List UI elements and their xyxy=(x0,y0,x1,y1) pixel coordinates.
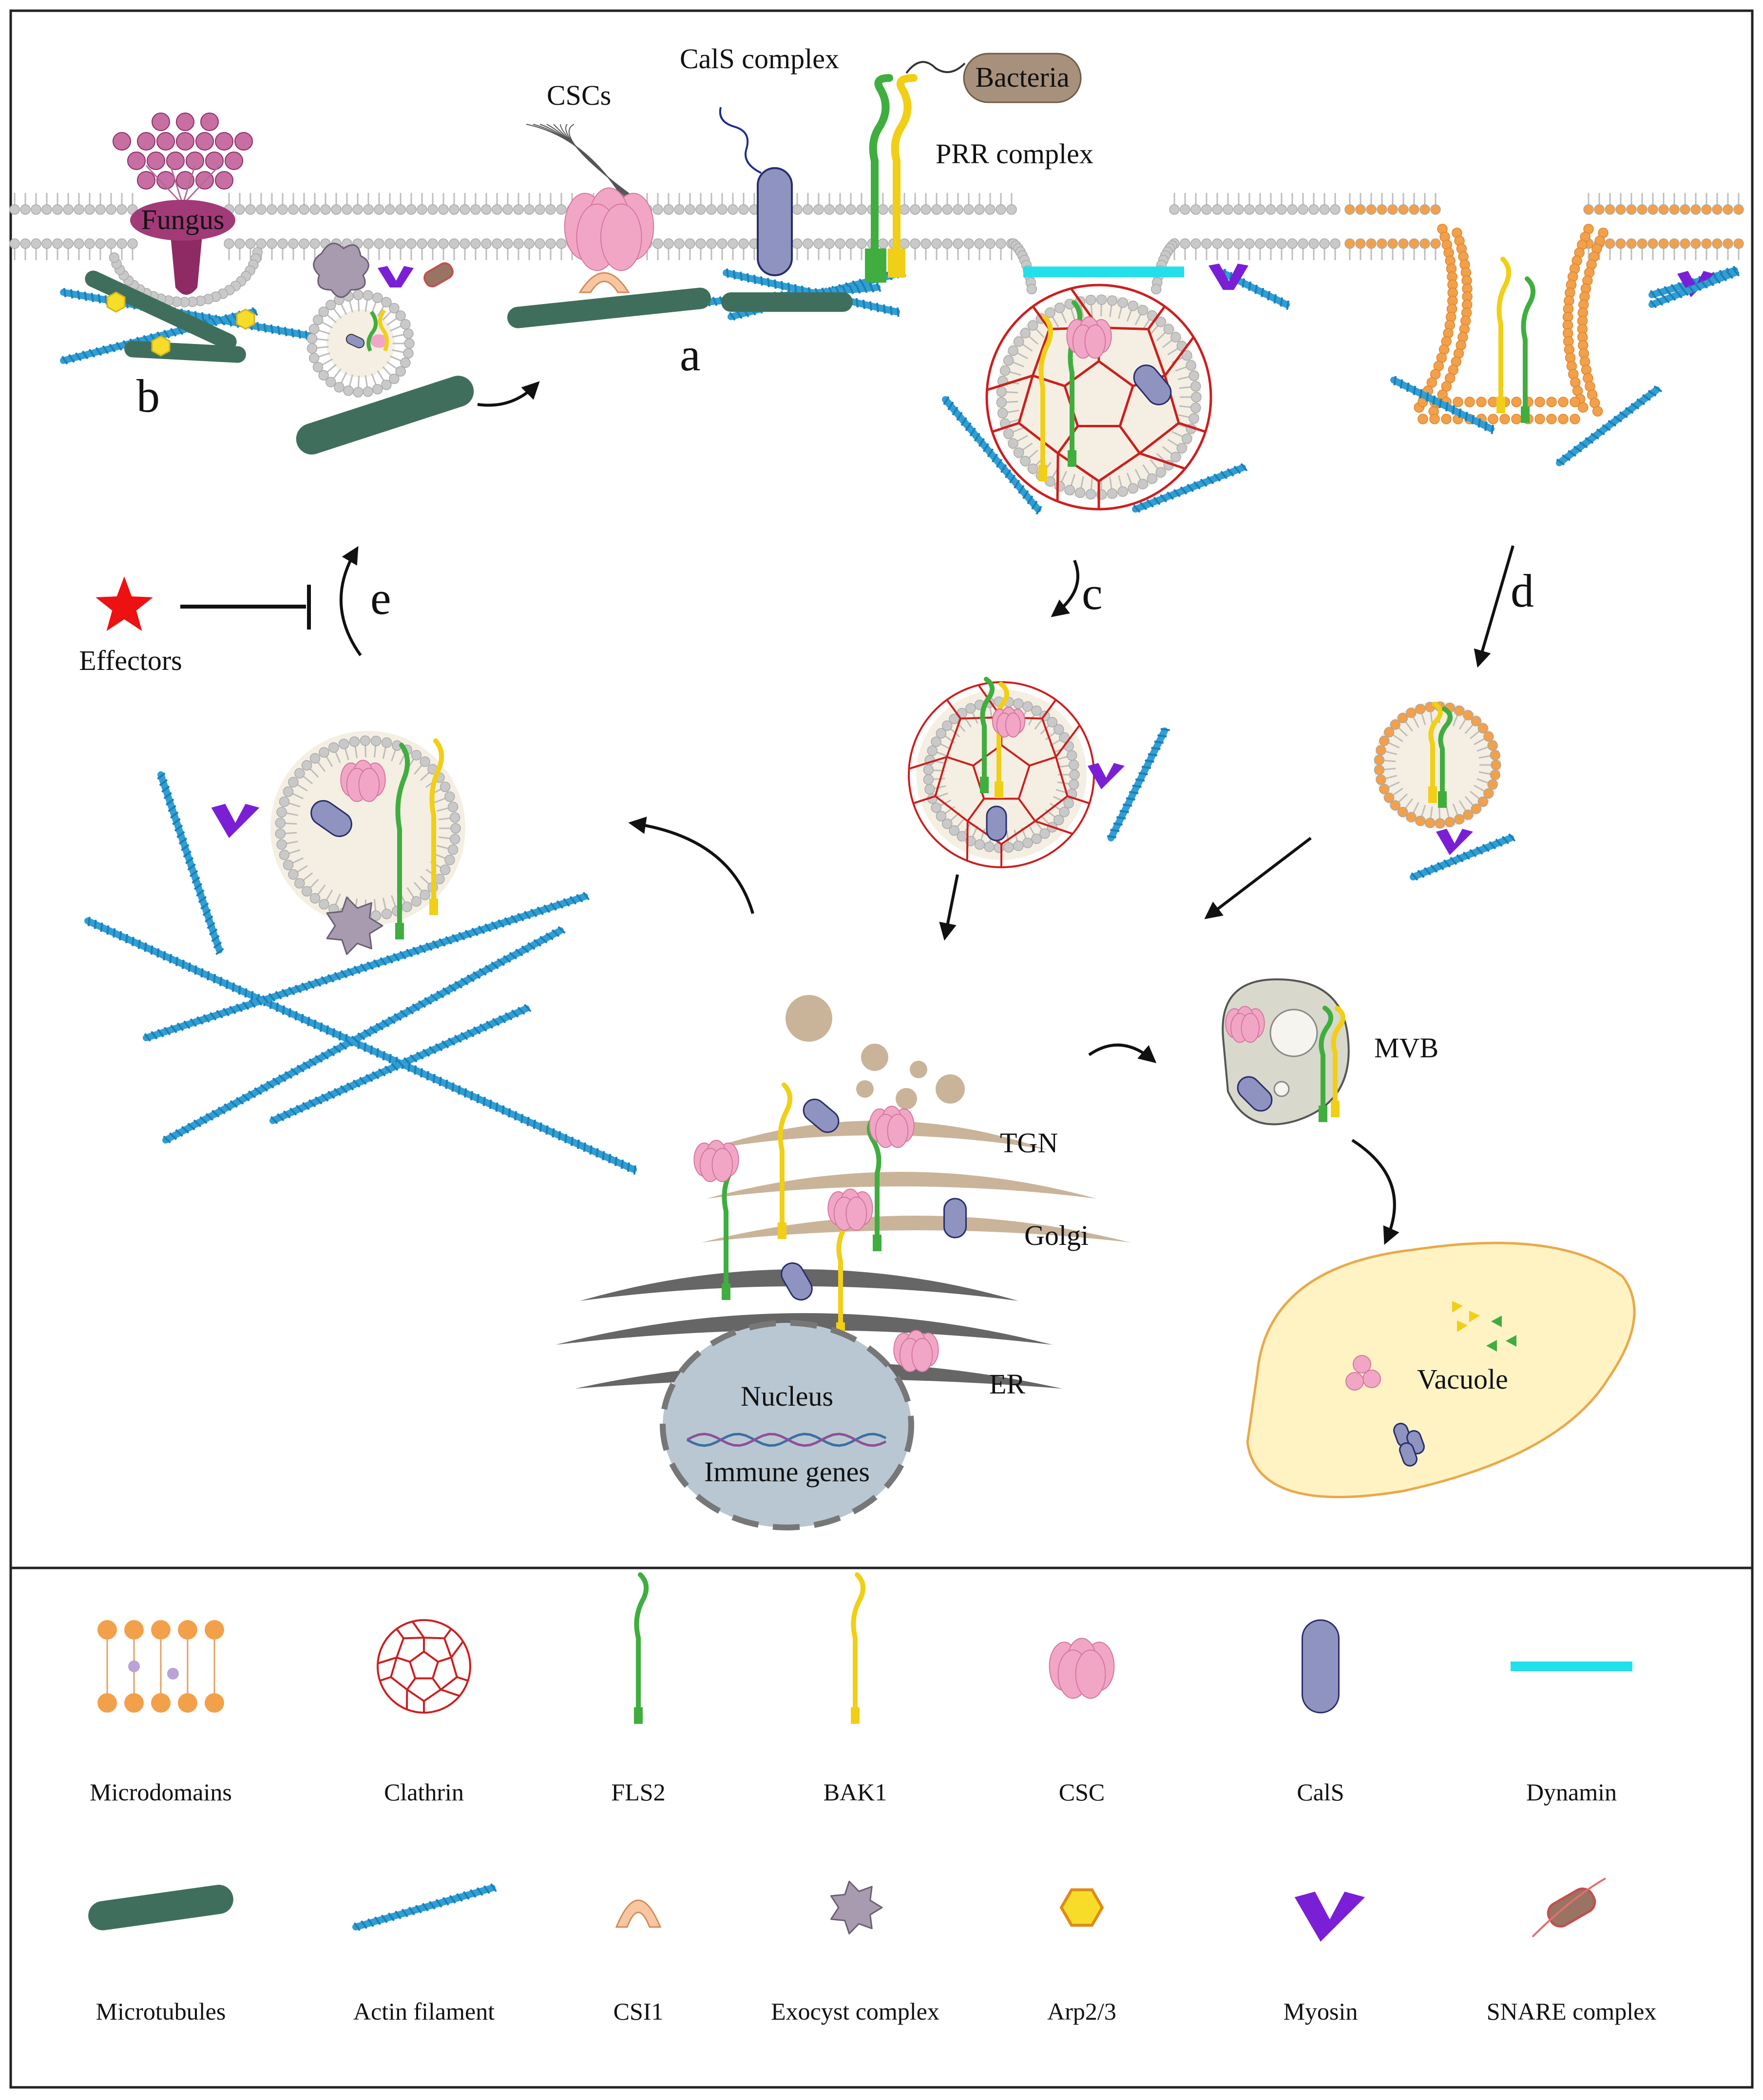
arp23-icon xyxy=(1061,1890,1102,1926)
mvb-label: MVB xyxy=(1374,1032,1438,1064)
microdomain-invagination xyxy=(1394,224,1739,465)
cals-icon xyxy=(1303,1620,1339,1713)
panel-letter-b: b xyxy=(136,370,160,422)
cellulose-synthase-complex xyxy=(506,124,712,329)
prr-complex-label: PRR complex xyxy=(936,138,1093,170)
arrow-clathrin-to-tgn xyxy=(945,875,958,935)
myosin-icon xyxy=(1295,1891,1365,1942)
legend-label: Actin filament xyxy=(353,1998,495,2025)
nucleus-label: Nucleus xyxy=(741,1380,833,1412)
endomembrane-system xyxy=(556,995,1131,1527)
microdomain-icon xyxy=(97,1620,224,1713)
panel-letter-a: a xyxy=(680,328,701,381)
legend-label: Dynamin xyxy=(1526,1778,1617,1806)
clathrin-icon xyxy=(378,1620,470,1713)
cals-complex-label: CalS complex xyxy=(680,43,839,75)
clathrin-coated-pit xyxy=(944,264,1248,514)
bak1-icon xyxy=(851,1575,863,1724)
legend-label: Microdomains xyxy=(90,1778,232,1806)
arp23-marker xyxy=(107,292,125,312)
cscs-label: CSCs xyxy=(547,79,611,111)
vacuole-label: Vacuole xyxy=(1417,1363,1508,1395)
arrow-mvb-to-vacuole xyxy=(1352,1140,1395,1240)
microdomain-vesicle xyxy=(1374,702,1515,880)
arrow-exocytosis xyxy=(478,385,536,405)
legend: Microdomains Clathrin FLS2 BAK1 CSC CalS Dynam… xyxy=(86,1575,1656,2025)
microtubule-icon xyxy=(86,1883,235,1932)
arrow-c xyxy=(1055,560,1078,614)
fungus-label: Fungus xyxy=(141,204,225,235)
snare-complex xyxy=(422,261,455,289)
snare-icon xyxy=(1533,1878,1606,1937)
recycling-vesicle xyxy=(211,731,465,954)
effectors-label: Effectors xyxy=(79,645,182,676)
csi1-icon xyxy=(616,1900,660,1927)
multivesicular-body xyxy=(1223,979,1349,1125)
arp23-marker xyxy=(152,336,170,356)
legend-label: CSI1 xyxy=(613,1998,664,2025)
golgi-label: Golgi xyxy=(1024,1220,1089,1251)
legend-label: Microtubules xyxy=(96,1998,226,2025)
secretory-vesicle xyxy=(292,244,478,459)
tgn-label: TGN xyxy=(1000,1127,1058,1159)
legend-label: Clathrin xyxy=(384,1778,464,1806)
arrow-md-to-tgn xyxy=(1208,838,1311,916)
myosin-motor xyxy=(378,266,414,287)
arrow-e xyxy=(341,551,361,655)
immune-genes-label: Immune genes xyxy=(704,1456,870,1488)
arrow-tgn-to-mvb xyxy=(1089,1045,1152,1060)
legend-label: BAK1 xyxy=(824,1778,887,1806)
fungus: Fungus xyxy=(113,113,252,295)
bacteria-label: Bacteria xyxy=(975,61,1069,93)
arrow-to-recycling xyxy=(633,823,753,914)
legend-label: Exocyst complex xyxy=(771,1998,939,2025)
legend-label: FLS2 xyxy=(611,1778,665,1806)
exocyst-complex xyxy=(314,244,369,297)
effector-star xyxy=(96,576,153,631)
fls2-icon xyxy=(634,1575,646,1724)
legend-label: CSC xyxy=(1059,1778,1105,1806)
panel-letter-e: e xyxy=(370,572,391,624)
legend-label: Myosin xyxy=(1284,1998,1358,2025)
arp23-marker xyxy=(237,309,254,329)
panel-letter-c: c xyxy=(1082,567,1103,619)
csc-icon xyxy=(1050,1638,1114,1698)
actin-filament-icon xyxy=(355,1884,497,1930)
panel-letter-d: d xyxy=(1511,565,1534,617)
exocyst-icon xyxy=(831,1881,882,1933)
legend-label: CalS xyxy=(1297,1778,1344,1806)
clathrin-coated-vesicle xyxy=(909,679,1170,867)
arrow-d xyxy=(1479,546,1513,663)
er-label: ER xyxy=(989,1368,1025,1400)
legend-label: Arp2/3 xyxy=(1047,1998,1116,2025)
legend-label: SNARE complex xyxy=(1487,1998,1657,2025)
